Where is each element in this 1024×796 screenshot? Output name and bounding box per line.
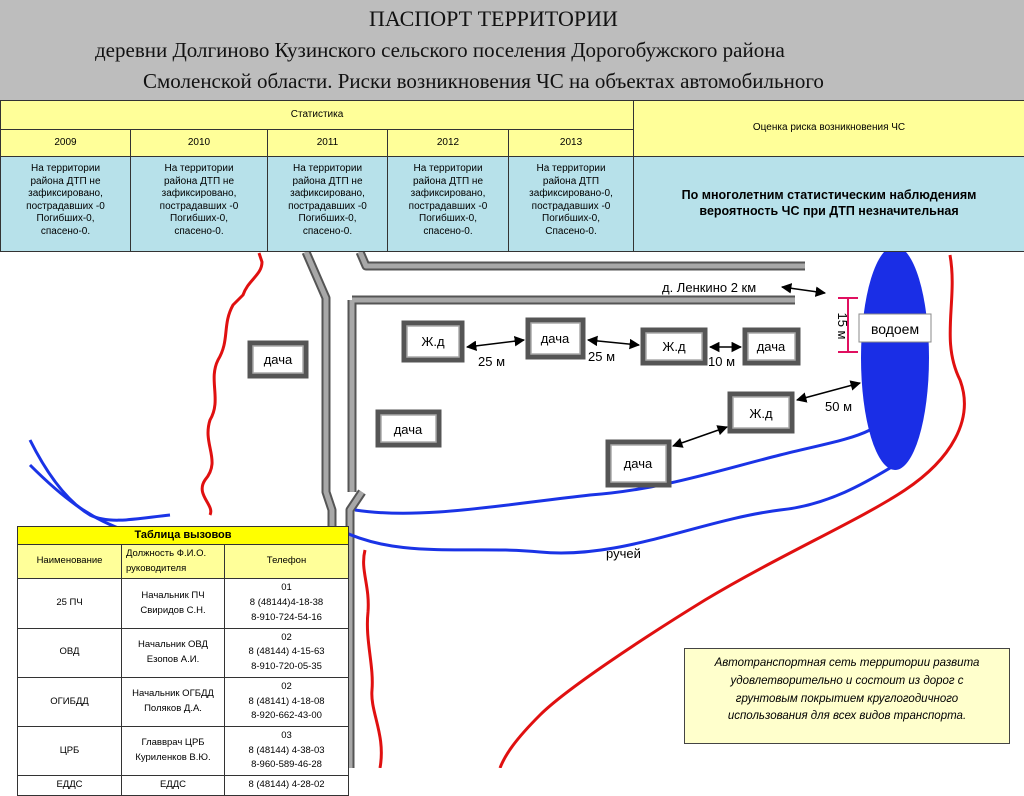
title-line-3: Смоленской области. Риски возникновения … [143,69,824,93]
distance-label: 25 м [478,354,505,369]
table-row: ЕДДС ЕДДС 8 (48144) 4-28-02 [17,775,350,796]
risk-header: Оценка риска возникновения ЧС [633,100,1024,157]
zhd-building: Ж.д [401,320,465,363]
year-cell: 2009 [0,129,131,157]
distance-label: 10 м [708,354,735,369]
statistics-header: Статистика [0,100,635,130]
service-person: ЕДДС [121,775,225,796]
water-body [861,252,929,470]
distance-label: 50 м [825,399,852,414]
svg-text:дача: дача [394,422,423,437]
dacha-building: дача [247,340,309,379]
stream [28,439,171,522]
distance-arrow [586,335,641,350]
boundary-line [498,254,966,768]
service-name: 25 ПЧ [17,578,122,629]
water-label-box [858,313,932,343]
zhd-building: Ж.д [640,327,708,366]
dacha-building: дача [525,317,586,360]
call-table-title: Таблица вызовов [16,525,350,546]
svg-text:Ж.д: Ж.д [749,406,773,421]
title-line-1: ПАСПОРТ ТЕРРИТОРИИ [369,6,618,31]
call-table-header: Телефон [223,544,350,580]
service-name: ЦРБ [17,725,122,777]
boundary-line [200,252,264,516]
road-main [357,252,805,269]
statistics-table: Статистика Оценка риска возникновения ЧС… [0,100,1024,252]
service-name: ЕДДС [17,775,122,796]
call-table: Таблица вызовов Наименование Должность Ф… [16,525,350,796]
service-phone: 8 (48144) 4-28-02 [223,775,350,796]
title-line-2: деревни Долгиново Кузинского сельского п… [95,38,785,62]
lenkino-label: д. Ленкино 2 км [662,280,756,295]
dacha-building: дача [742,327,801,366]
risk-assessment: По многолетним статистическим наблюдения… [633,156,1024,252]
stream [339,463,896,555]
distance-label: 25 м [588,349,615,364]
svg-text:Ж.д: Ж.д [662,339,686,354]
call-table-header: Наименование [17,544,122,580]
stream [28,463,226,537]
road-main [347,490,365,768]
stream-label: ручей [606,546,641,561]
title-banner: ПАСПОРТ ТЕРРИТОРИИ деревни Долгиново Куз… [0,0,1024,100]
distance-arrow [465,335,526,352]
dacha-building: дача [605,439,672,488]
year-cell: 2011 [267,129,388,157]
road-network-note: Автотранспортная сеть территории развита… [684,648,1010,744]
water-width-label: 15 м [835,312,850,339]
distance-arrow [795,380,862,403]
year-cell: 2010 [130,129,268,157]
call-table-header: Должность Ф.И.О. руководителя [121,544,225,580]
territory-map: водоем 15 м д. Ленкино 2 км дача дача Ж.… [28,252,966,768]
service-name: ОВД [17,627,122,678]
service-name: ОГИБДД [17,676,122,727]
zhd-building: Ж.д [727,391,795,434]
svg-text:дача: дача [624,456,653,471]
road-main [349,297,795,492]
boundary-line [362,549,383,768]
lenkino-arrow [780,283,827,297]
year-cell: 2012 [387,129,509,157]
stream [354,428,871,515]
svg-text:дача: дача [757,339,786,354]
water-label: водоем [871,321,919,337]
svg-text:дача: дача [264,352,293,367]
year-cell: 2013 [507,129,635,157]
water-width-dimension: 15 м [835,297,858,353]
dacha-building: дача [375,409,442,448]
distance-arrow [672,425,728,448]
svg-text:Ж.д: Ж.д [421,334,445,349]
svg-text:дача: дача [541,331,570,346]
